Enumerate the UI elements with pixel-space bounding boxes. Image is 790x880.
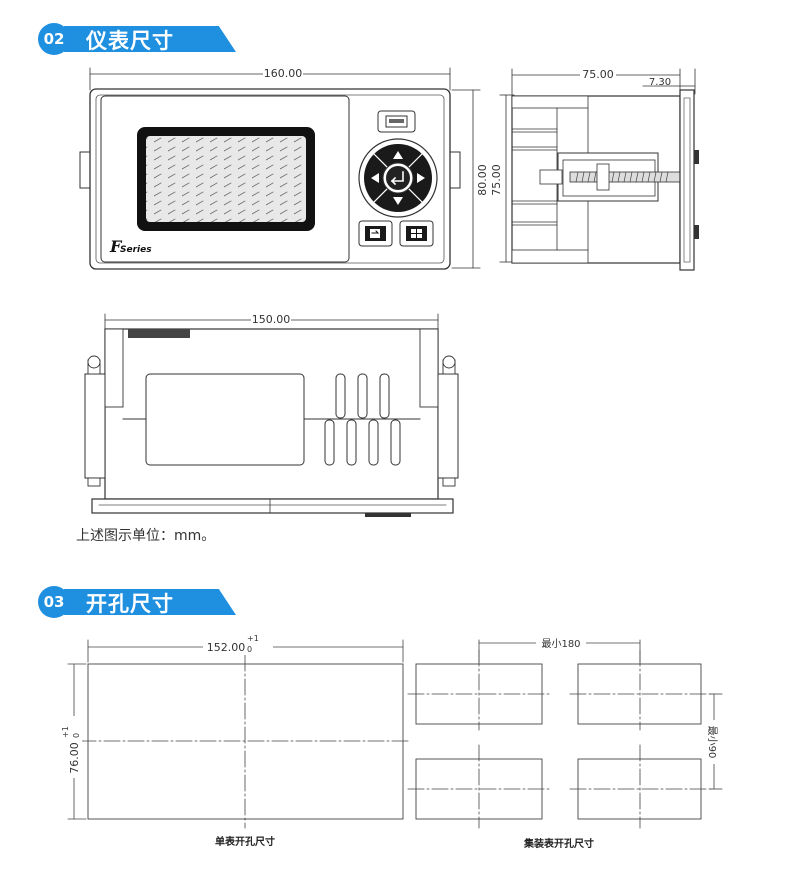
usb-port-icon	[377, 110, 416, 133]
units-note: 上述图示单位：mm。	[76, 528, 216, 544]
section-number-badge: 03	[38, 586, 70, 618]
front-view: 160.00 80.00 F Series	[79, 67, 489, 270]
grid-icon	[410, 228, 423, 239]
dim-label-single-height: 76.00	[68, 742, 81, 774]
dim-label-side-depth: 75.00	[582, 68, 614, 81]
dim-label-top-width: 150.00	[252, 313, 291, 326]
navigation-pad	[358, 138, 438, 218]
side-view: 75.00 7.30 75.00	[490, 68, 699, 271]
top-clip-left	[84, 355, 106, 487]
tol-zero-width: 0	[247, 645, 252, 654]
top-view: 150.00	[84, 313, 459, 517]
dim-label-front-height: 80.00	[476, 164, 489, 196]
dim-label-side-height: 75.00	[490, 164, 503, 196]
tol-plus-height: +1	[61, 726, 70, 738]
dim-label-min-spacing-v: 最小90	[706, 726, 718, 759]
section-header-band	[64, 589, 236, 615]
brand-logo-f: F	[109, 237, 123, 256]
top-clip-right	[437, 355, 459, 487]
nav-right-icon[interactable]	[417, 173, 425, 183]
dim-label-min-spacing-h: 最小180	[541, 638, 580, 650]
dim-label-front-width: 160.00	[264, 67, 303, 80]
tol-zero-height: 0	[72, 733, 81, 738]
section-title: 开孔尺寸	[86, 592, 174, 616]
section-header-band	[64, 26, 236, 52]
multi-cutout: 最小180 最小90 集装表开孔尺寸	[407, 636, 723, 850]
section-title: 仪表尺寸	[86, 29, 174, 53]
screen-switch-button[interactable]	[358, 220, 393, 247]
top-connector	[128, 329, 190, 338]
multi-cutout-caption: 集装表开孔尺寸	[523, 837, 594, 850]
single-cutout: 152.00 +1 0 76.00 +1 0 单表开孔尺寸	[61, 634, 411, 848]
mount-clamp	[539, 152, 681, 202]
front-flange	[679, 89, 695, 271]
tol-plus-width: +1	[247, 634, 259, 643]
section-number-badge: 02	[38, 23, 70, 55]
enter-icon[interactable]	[390, 171, 404, 186]
dim-label-side-flange: 7.30	[649, 77, 671, 88]
nav-left-icon[interactable]	[371, 173, 379, 183]
nav-down-icon[interactable]	[393, 197, 403, 205]
brand-logo-series: Series	[120, 245, 152, 255]
lcd-screen	[146, 136, 306, 222]
dim-front-height	[451, 89, 481, 269]
grid-button[interactable]	[399, 220, 434, 247]
single-cutout-caption: 单表开孔尺寸	[215, 835, 275, 848]
nav-up-icon[interactable]	[393, 151, 403, 159]
dim-label-single-width: 152.00	[207, 641, 246, 654]
screen-switch-icon	[370, 229, 380, 238]
